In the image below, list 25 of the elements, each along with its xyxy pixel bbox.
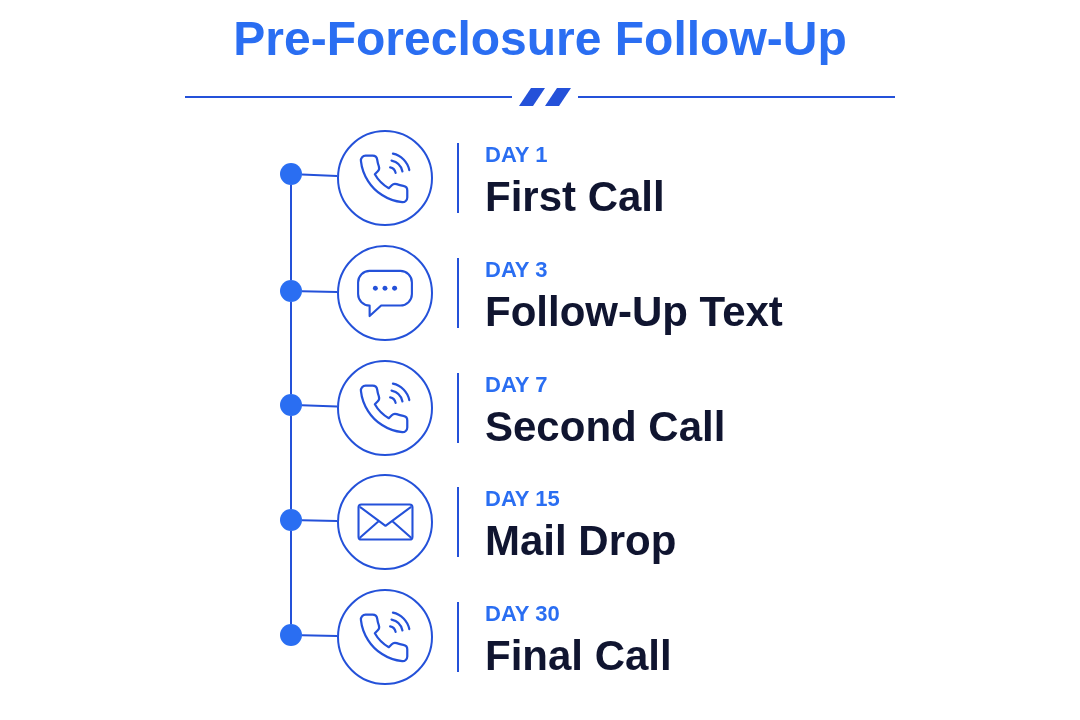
step-title: Mail Drop <box>485 520 677 562</box>
day-label: DAY 7 <box>485 374 548 396</box>
timeline-dot <box>280 394 302 416</box>
connector-line <box>301 290 338 293</box>
timeline-dot <box>280 624 302 646</box>
step-title: Follow-Up Text <box>485 291 783 333</box>
connector-line <box>290 415 292 510</box>
step-title: Final Call <box>485 635 672 677</box>
connector-line <box>301 404 338 408</box>
day-label: DAY 30 <box>485 603 560 625</box>
step-title: Second Call <box>485 406 726 448</box>
step-title: First Call <box>485 176 665 218</box>
connector-line <box>290 301 292 395</box>
connector-line <box>290 530 292 625</box>
timeline-dot <box>280 280 302 302</box>
day-label: DAY 1 <box>485 144 548 166</box>
day-label: DAY 15 <box>485 488 560 510</box>
timeline-dot <box>280 163 302 185</box>
connector-line <box>301 634 338 637</box>
day-label: DAY 3 <box>485 259 548 281</box>
connector-line <box>301 519 338 522</box>
timeline-dot <box>280 509 302 531</box>
connector-line <box>301 173 339 177</box>
title: Pre-Foreclosure Follow-Up <box>233 15 847 63</box>
connector-line <box>290 184 292 281</box>
